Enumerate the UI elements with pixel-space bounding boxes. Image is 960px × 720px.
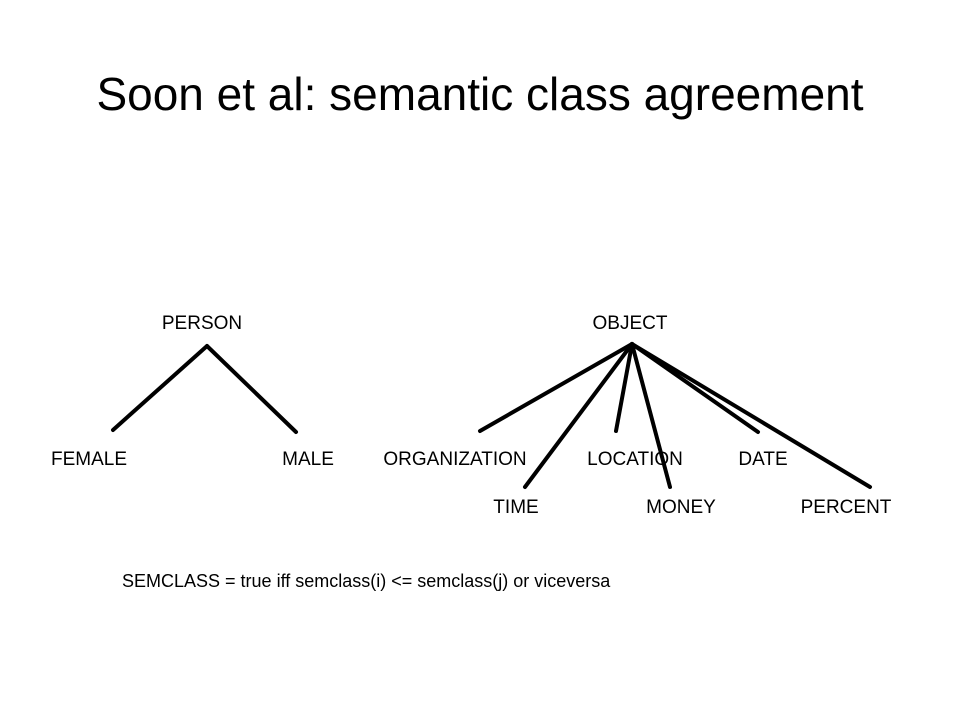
edge-object-location	[614, 342, 634, 433]
edge-object-organization	[478, 342, 634, 433]
edge-object-money	[630, 342, 672, 489]
edge-object-percent	[630, 342, 872, 489]
node-female: FEMALE	[50, 449, 128, 470]
node-percent: PERCENT	[800, 497, 892, 518]
node-date: DATE	[738, 449, 788, 470]
edge-person-male	[205, 344, 298, 434]
edge-object-time	[523, 342, 634, 489]
node-male: MALE	[282, 449, 334, 470]
slide-title: Soon et al: semantic class agreement	[96, 68, 864, 120]
node-location: LOCATION	[587, 449, 683, 470]
node-time: TIME	[493, 497, 539, 518]
node-money: MONEY	[646, 497, 716, 518]
semclass-formula: SEMCLASS = true iff semclass(i) <= semcl…	[122, 571, 611, 591]
node-object: OBJECT	[592, 313, 668, 334]
node-organization: ORGANIZATION	[383, 449, 527, 470]
node-person: PERSON	[161, 313, 243, 334]
edge-person-female	[111, 344, 209, 432]
